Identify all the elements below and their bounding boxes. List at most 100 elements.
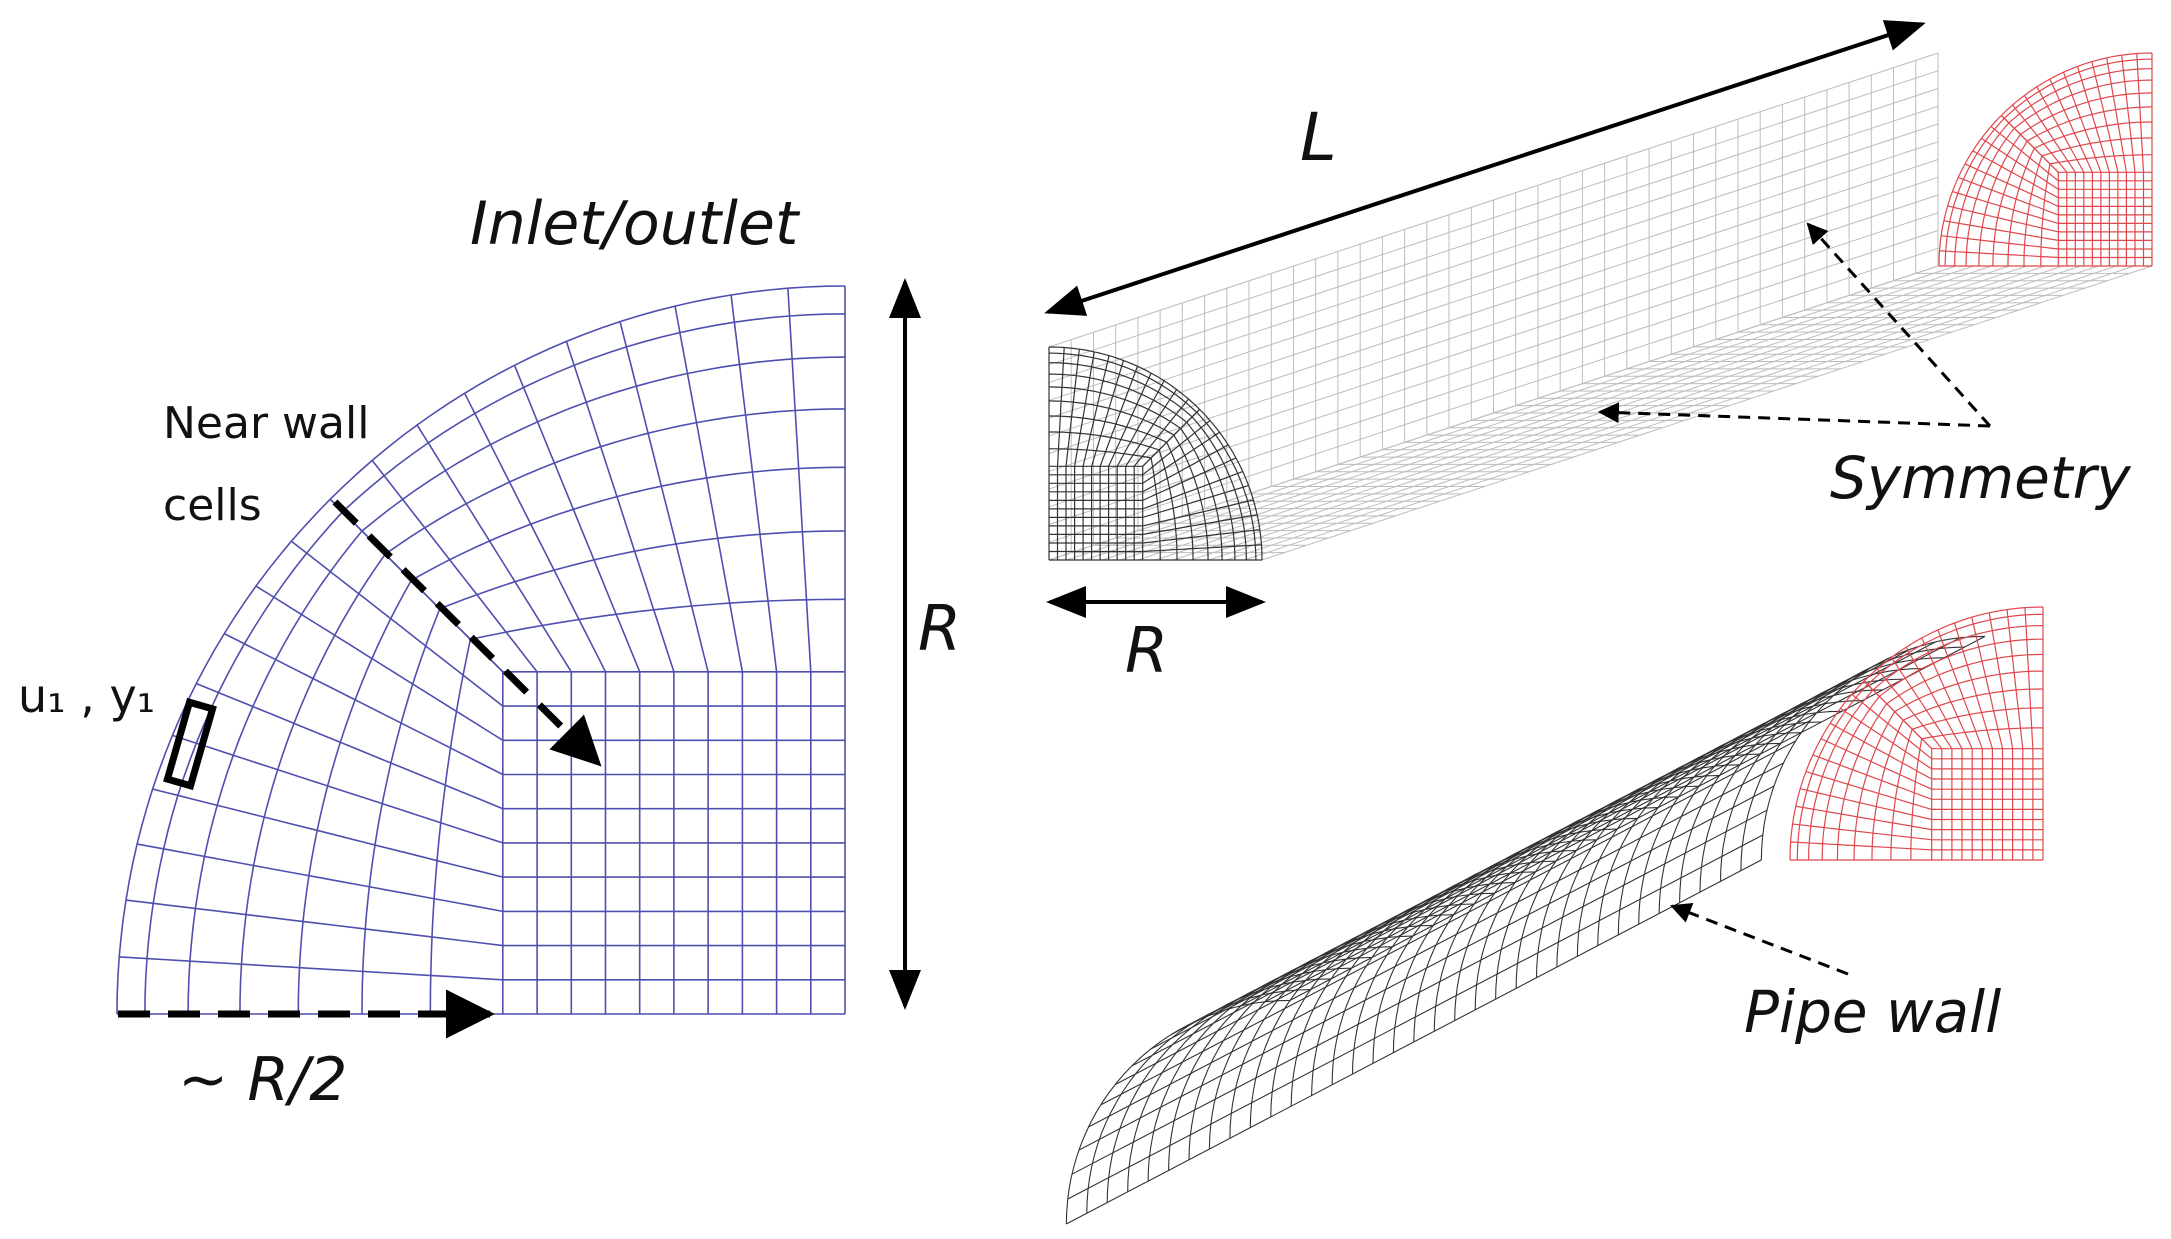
near-wall-label-line2: cells [163, 480, 262, 531]
mesh-line [1311, 871, 1536, 1096]
mesh-line [1192, 658, 1889, 1023]
mesh-line [1981, 137, 2059, 190]
mesh-line [1142, 544, 1262, 553]
mesh-line [2091, 61, 2119, 173]
mesh-line [1150, 684, 1846, 1050]
mesh-line [2040, 163, 2051, 267]
mesh-line [1048, 448, 1152, 459]
mesh-line [1289, 635, 1986, 1001]
radius-label-bottom: R [1125, 614, 1168, 687]
mesh-line [1658, 689, 1883, 914]
mesh-line [239, 553, 386, 1015]
mesh-line [1902, 688, 2043, 721]
mesh-line [125, 899, 503, 947]
mesh-line [2013, 79, 2152, 129]
mesh-line [1067, 834, 1764, 1200]
mesh-line [1938, 114, 2002, 267]
pipe-wall-label: Pipe wall [1744, 978, 2001, 1046]
mesh-line [1190, 265, 2081, 561]
mesh-line [2023, 95, 2076, 173]
mesh-line [2062, 71, 2102, 173]
mesh-line [1821, 696, 1880, 860]
mesh-line [361, 356, 846, 532]
mesh-line [1226, 265, 2117, 561]
mesh-line [1954, 622, 1993, 749]
mesh-line [1196, 411, 1257, 561]
mesh-line [1133, 398, 1189, 467]
mesh-line [119, 956, 503, 981]
mesh-line [1131, 701, 1828, 1067]
mesh-line [1142, 457, 1237, 501]
mesh-line [1939, 250, 2059, 259]
mesh-line [1795, 805, 1932, 831]
mesh-line [2049, 78, 2093, 173]
mesh-line [1048, 386, 1181, 429]
mesh-line [1851, 693, 1933, 760]
mesh-line [1965, 127, 2015, 266]
mesh-line [1992, 140, 2028, 267]
mesh-line [1792, 823, 1932, 841]
mesh-line [429, 639, 472, 1015]
mesh-line [2024, 607, 2034, 749]
mesh-line [2007, 148, 2035, 266]
mesh-line [1125, 389, 1178, 467]
pipe-wall-mesh [1065, 635, 1986, 1225]
mesh-line [439, 530, 846, 610]
mesh-line [1867, 613, 2044, 686]
mesh-line [1351, 849, 1577, 1075]
mesh-line [674, 305, 744, 672]
mesh-line [1910, 738, 1923, 860]
mesh-line [1789, 680, 1865, 861]
mesh-line [1863, 680, 1933, 750]
mesh-line [1100, 740, 1796, 1106]
mesh-line [1988, 612, 2014, 749]
mesh-line [1049, 373, 1188, 423]
mesh-line [384, 408, 846, 555]
mesh-line [1082, 355, 1110, 467]
mesh-line [1805, 771, 1932, 810]
mesh-line [2000, 52, 2153, 116]
radius-label-left: R [918, 592, 961, 665]
mesh-line [1863, 606, 2044, 682]
mesh-line [1142, 420, 1211, 476]
mesh-line [1142, 470, 1244, 510]
mesh-line [1049, 431, 1160, 451]
mesh-line [371, 459, 538, 673]
mesh-line [1954, 122, 2010, 266]
mesh-line [1912, 707, 2043, 730]
mesh-line [2000, 114, 2059, 173]
mesh-line [1829, 722, 1932, 780]
mesh-line [513, 364, 641, 673]
mesh-line [1392, 828, 1618, 1053]
mesh-line [1943, 220, 2059, 241]
mesh-line [297, 579, 412, 1015]
mesh-line [1952, 191, 2059, 224]
mesh-line [1264, 637, 1961, 1003]
symmetry-label: Symmetry [1830, 444, 2131, 512]
mesh-line [1215, 648, 1912, 1014]
mesh-line [1921, 727, 2043, 740]
mesh-line [1048, 352, 1198, 413]
mesh-line [1049, 415, 1167, 443]
mesh-line [1071, 809, 1768, 1175]
mesh-line [136, 843, 503, 913]
mesh-line [1937, 629, 1983, 749]
mesh-line [1180, 428, 1223, 561]
pipe-wall-pointer [1670, 903, 1849, 976]
mesh-line [2041, 137, 2152, 157]
mesh-line [565, 341, 675, 673]
mesh-line [1142, 499, 1254, 527]
mesh-line [2008, 68, 2152, 124]
mesh-line [1972, 150, 2059, 199]
mesh-line [1142, 529, 1260, 544]
mesh-line [1208, 265, 2099, 561]
length-double-arrow [1044, 20, 1926, 316]
mesh-line [1142, 514, 1258, 535]
mesh-line [116, 498, 331, 1015]
mesh-line [1088, 762, 1784, 1128]
mesh-line [1186, 421, 1236, 560]
mesh-line [223, 632, 504, 776]
mesh-line [1108, 372, 1152, 467]
mesh-line [1840, 707, 1933, 770]
